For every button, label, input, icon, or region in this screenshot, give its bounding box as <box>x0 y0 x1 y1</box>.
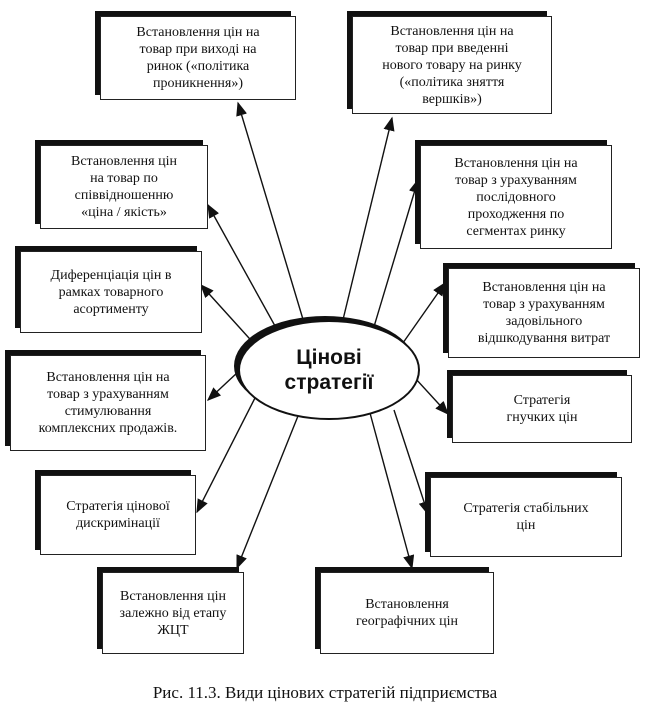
box-price-quality-ratio: Встановлення цін на товар по співвідноше… <box>40 145 208 229</box>
arrow-to-price-quality <box>207 203 286 345</box>
box-geographic-pricing: Встановлення географічних цін <box>320 572 494 654</box>
box-lifecycle-pricing: Встановлення цін залежно від етапу ЖЦТ <box>102 572 244 654</box>
box-sequential-segments: Встановлення цін на товар з урахуванням … <box>420 145 612 249</box>
arrow-to-price-discrimination <box>196 391 259 514</box>
arrow-to-stable-prices <box>393 409 430 516</box>
arrow-to-complex-sales <box>206 371 239 401</box>
box-market-entry-pricing: Встановлення цін на товар при виході на … <box>100 16 296 100</box>
box-skimming-pricing: Встановлення цін на товар при введенні н… <box>352 16 552 114</box>
center-ellipse-pricing-strategies: Цінові стратегії <box>238 320 420 420</box>
box-stable-prices: Стратегія стабільних цін <box>430 477 622 557</box>
arrow-to-market-entry <box>236 101 309 337</box>
arrow-to-skimming <box>339 116 395 333</box>
arrow-to-flexible-prices <box>414 377 449 416</box>
box-flexible-prices: Стратегія гнучких цін <box>452 375 632 443</box>
box-assortment-differentiation: Диференціація цін в рамках товарного асо… <box>20 251 202 333</box>
arrow-to-cost-recovery <box>397 281 446 351</box>
arrow-to-lifecycle <box>236 415 299 570</box>
box-complex-sales: Встановлення цін на товар з урахуванням … <box>10 355 206 451</box>
box-cost-recovery: Встановлення цін на товар з урахуванням … <box>448 268 640 358</box>
figure-caption: Рис. 11.3. Види цінових стратегій підпри… <box>152 683 498 702</box>
arrow-to-geographic <box>369 412 415 570</box>
arrow-to-sequential-segments <box>369 178 420 341</box>
arrow-to-assortment <box>200 283 259 349</box>
box-price-discrimination: Стратегія цінової дискримінації <box>40 475 196 555</box>
